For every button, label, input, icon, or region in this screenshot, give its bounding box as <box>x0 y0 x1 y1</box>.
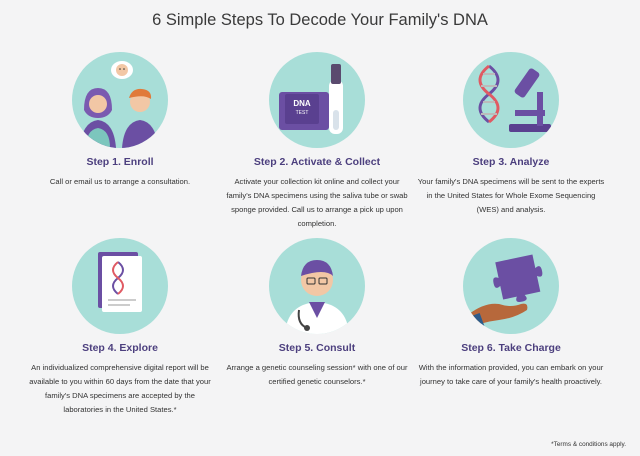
dna-report-icon <box>72 238 168 334</box>
step-analyze: Step 3. Analyze Your family's DNA specim… <box>416 52 606 217</box>
step-description: Your family's DNA specimens will be sent… <box>417 177 605 214</box>
dna-microscope-icon <box>463 52 559 148</box>
puzzle-hand-icon <box>463 238 559 334</box>
step-description: An individualized comprehensive digital … <box>29 363 211 414</box>
step-description: Arrange a genetic counseling session* wi… <box>226 363 408 386</box>
step-explore: Step 4. Explore An individualized compre… <box>25 238 215 417</box>
step-take-charge: Step 6. Take Charge With the information… <box>416 238 606 389</box>
step-title: Step 4. Explore <box>82 342 158 354</box>
step-title: Step 5. Consult <box>278 342 356 354</box>
doctor-icon <box>269 238 365 334</box>
step-description: Activate your collection kit online and … <box>226 177 408 228</box>
step-activate-collect: DNA TEST Step 2. Activate & Collect Acti… <box>222 52 412 231</box>
page-title: 6 Simple Steps To Decode Your Family's D… <box>152 11 488 29</box>
dna-box-label: DNA <box>293 99 311 108</box>
step-consult: Step 5. Consult Arrange a genetic counse… <box>222 238 412 389</box>
step-title: Step 2. Activate & Collect <box>253 156 381 168</box>
step-title: Step 1. Enroll <box>86 156 154 168</box>
terms-footnote: *Terms & conditions apply. <box>551 441 626 448</box>
family-icon <box>72 52 168 148</box>
step-title: Step 3. Analyze <box>472 156 550 168</box>
step-title: Step 6. Take Charge <box>461 342 561 354</box>
step-enroll: Step 1. Enroll Call or email us to arran… <box>25 52 215 189</box>
step-description: With the information provided, you can e… <box>418 363 604 386</box>
step-description: Call or email us to arrange a consultati… <box>49 177 191 186</box>
test-box-label: TEST <box>296 110 309 116</box>
dna-test-kit-icon: DNA TEST <box>269 52 365 148</box>
